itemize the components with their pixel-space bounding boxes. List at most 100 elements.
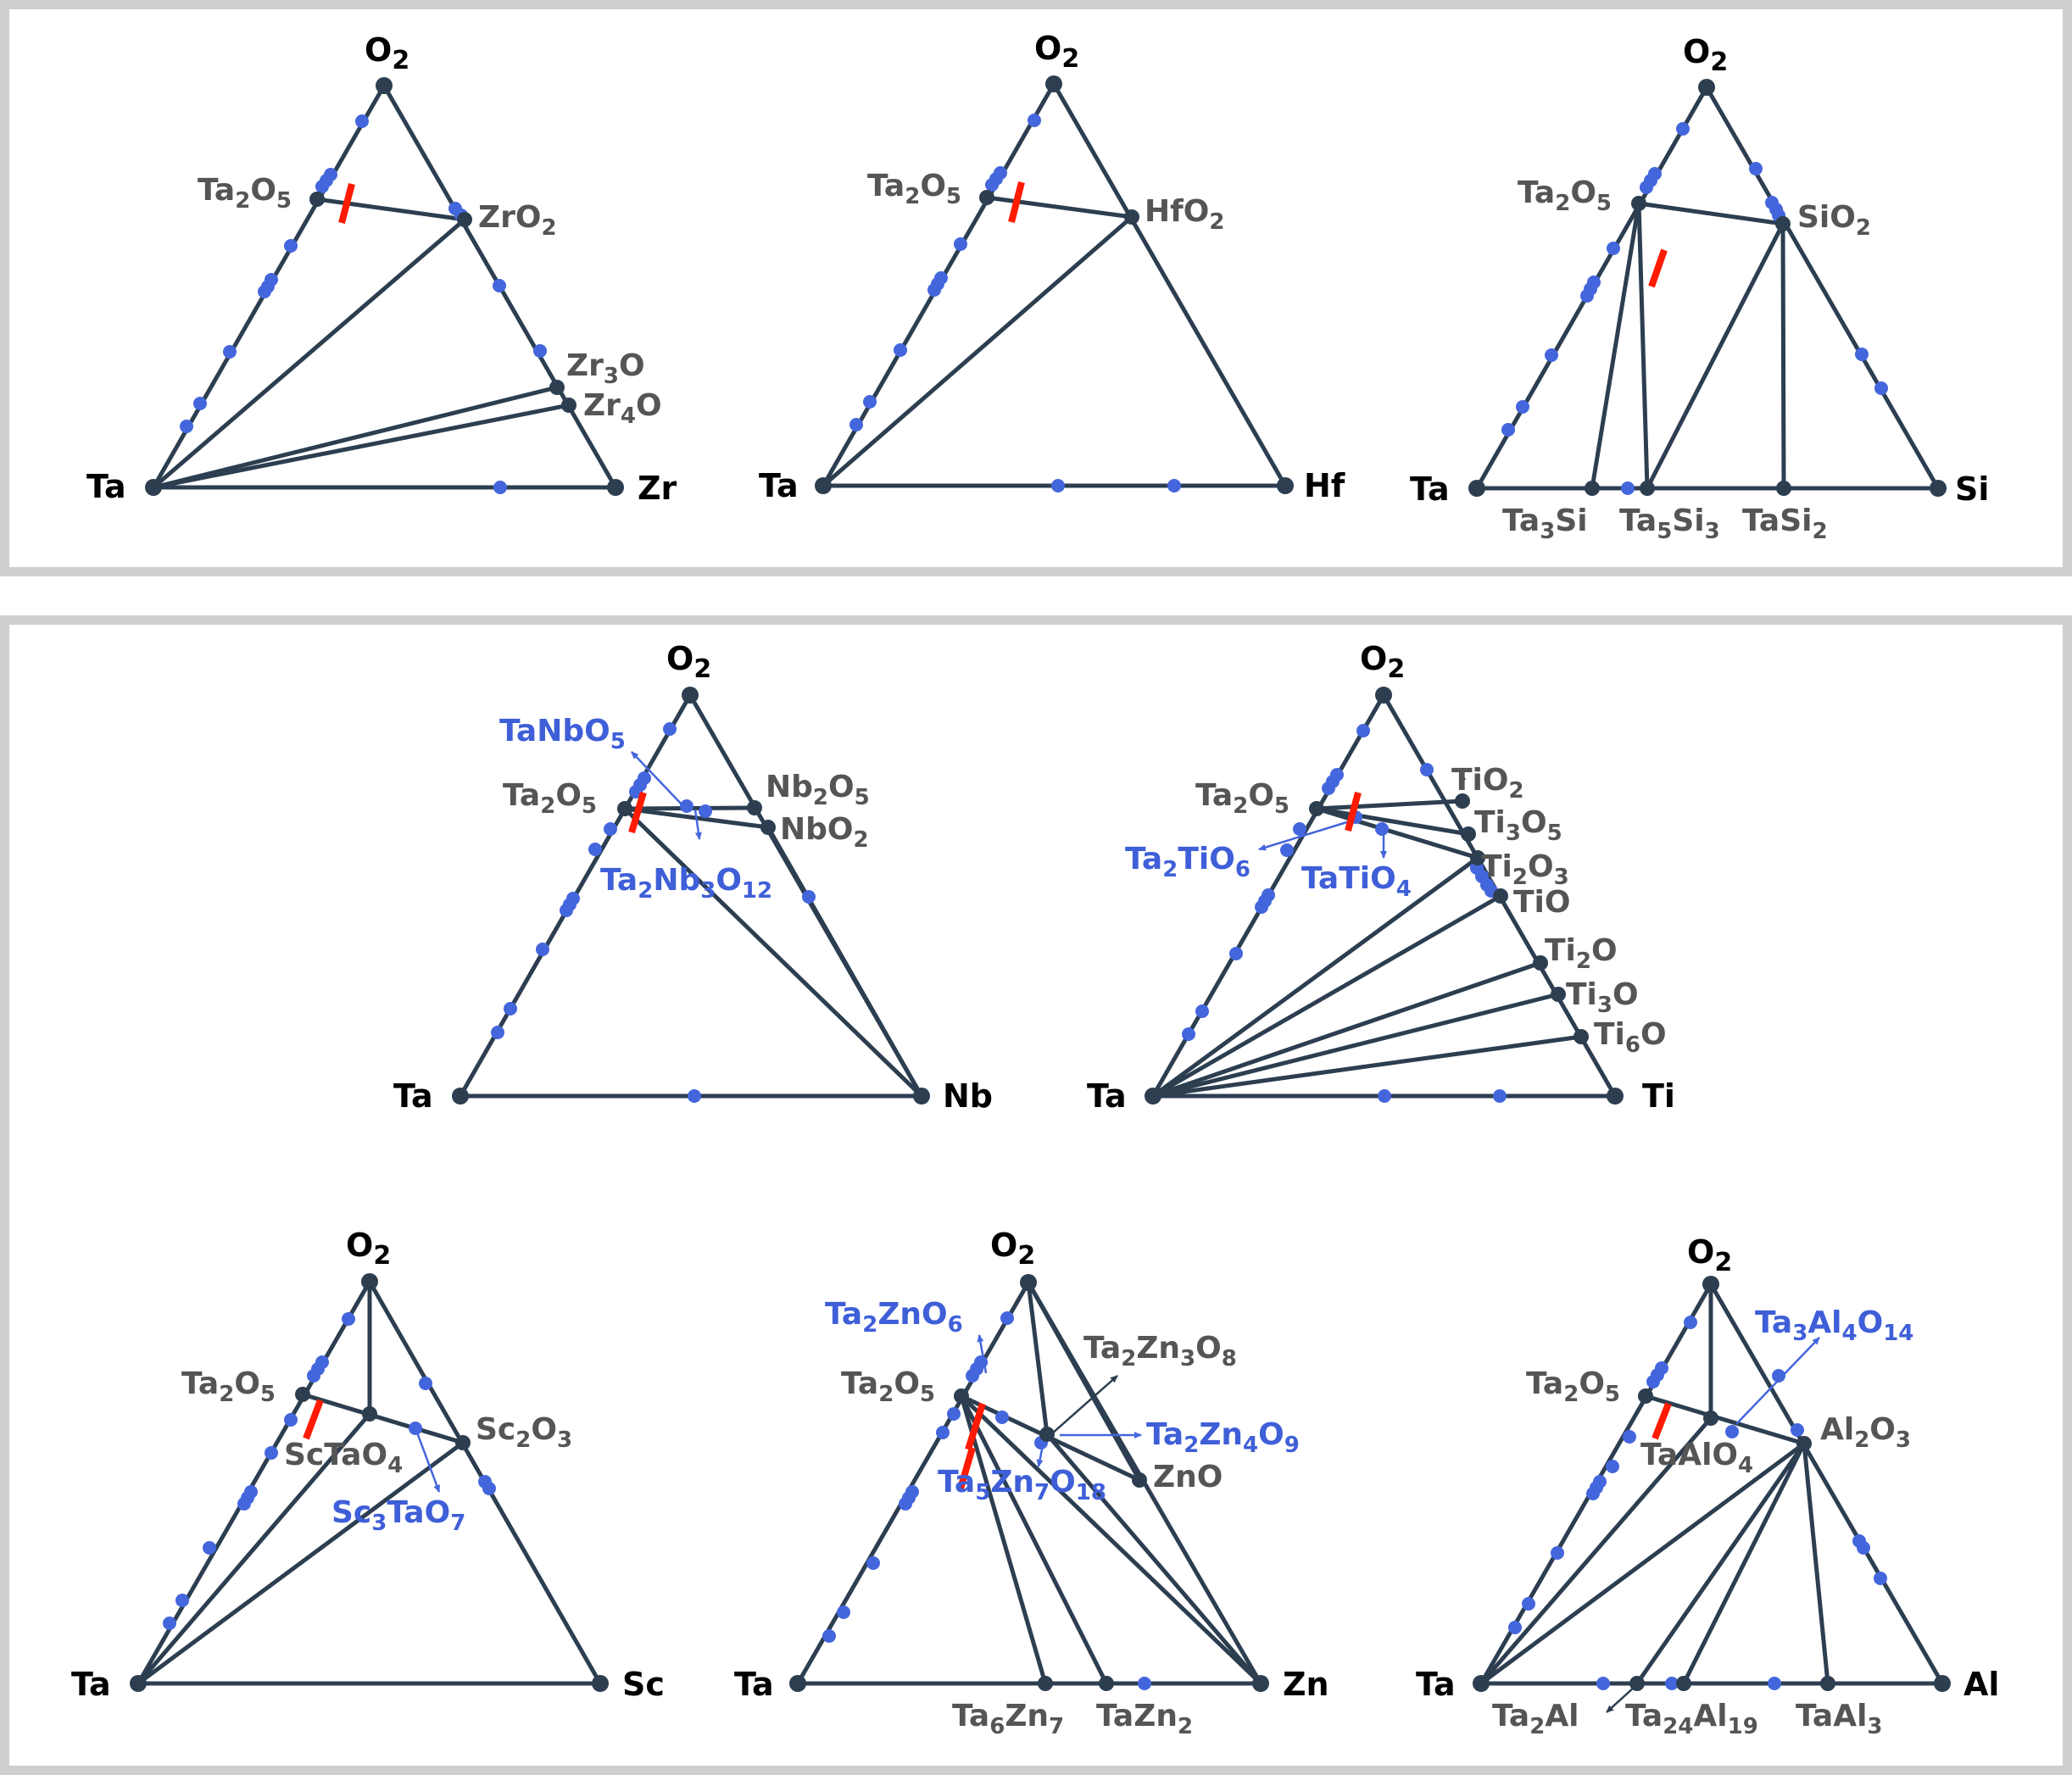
stable-phase-point bbox=[1039, 1427, 1055, 1442]
unstable-phase-point bbox=[1855, 348, 1869, 361]
unstable-phase-point bbox=[1596, 1677, 1610, 1690]
top-panel-frame bbox=[0, 0, 2072, 576]
unstable-phase-point bbox=[936, 1426, 950, 1439]
unstable-phase-point bbox=[966, 1369, 979, 1383]
stable-phase-point bbox=[1461, 826, 1476, 842]
unstable-phase-point bbox=[284, 1413, 298, 1427]
unstable-phase-point bbox=[1607, 242, 1620, 255]
unstable-phase-point bbox=[1874, 381, 1888, 395]
label-nbo2: NbO2 bbox=[780, 812, 869, 853]
element-vertex bbox=[1045, 75, 1062, 92]
unstable-phase-point bbox=[995, 1411, 1009, 1424]
label-o2: O2 bbox=[990, 1227, 1035, 1271]
label-ta2zno6: Ta2ZnO6 bbox=[825, 1297, 963, 1338]
unstable-phase-point bbox=[1501, 423, 1515, 437]
label-al2o3: Al2O3 bbox=[1820, 1412, 1911, 1453]
unstable-phase-point bbox=[1665, 1677, 1679, 1690]
unstable-phase-point bbox=[1229, 947, 1243, 960]
label-tatio4: TaTiO4 bbox=[1301, 861, 1412, 902]
unstable-phase-point bbox=[822, 1629, 836, 1643]
stable-phase-point bbox=[561, 398, 576, 413]
unstable-phase-point bbox=[899, 1497, 912, 1511]
unstable-phase-point bbox=[258, 285, 271, 298]
tie-line bbox=[1643, 1394, 1807, 1446]
unstable-phase-point bbox=[355, 114, 369, 128]
unstable-phase-point bbox=[1749, 162, 1763, 175]
boundary-mark bbox=[1648, 248, 1668, 288]
stable-phase-point bbox=[1132, 1472, 1147, 1488]
label-ta: Ta bbox=[759, 467, 799, 504]
label-nb2o5: Nb2O5 bbox=[766, 770, 870, 810]
element-vertex bbox=[130, 1675, 147, 1692]
unstable-phase-point bbox=[1167, 479, 1181, 492]
stable-phase-point bbox=[309, 192, 325, 207]
boundary-mark bbox=[303, 1399, 324, 1440]
stable-phase-point bbox=[455, 1435, 471, 1450]
tie-line bbox=[766, 825, 924, 1099]
label-zr3o: Zr3O bbox=[566, 348, 645, 389]
unstable-phase-point bbox=[504, 1002, 517, 1015]
boundary-mark bbox=[957, 1446, 976, 1490]
unstable-phase-point bbox=[1516, 400, 1529, 414]
label-ta2o5: Ta2O5 bbox=[503, 778, 597, 819]
boundary-mark bbox=[338, 182, 355, 225]
triangle-edge bbox=[1473, 82, 1942, 491]
unstable-phase-point bbox=[193, 397, 207, 410]
label-zr4o: Zr4O bbox=[583, 388, 662, 429]
element-vertex bbox=[1934, 1675, 1951, 1692]
stable-phase-point bbox=[1820, 1676, 1835, 1691]
label-ta2zn4o9: Ta2Zn4O9 bbox=[1146, 1417, 1300, 1458]
label-zno: ZnO bbox=[1153, 1460, 1223, 1494]
unstable-phase-point bbox=[1322, 782, 1335, 795]
tie-line bbox=[151, 403, 571, 490]
unstable-phase-point bbox=[560, 904, 573, 917]
unstable-phase-point bbox=[1182, 1027, 1195, 1041]
label-o2: O2 bbox=[1687, 1233, 1732, 1277]
label-ta5zn7o18: Ta5Zn7O18 bbox=[938, 1465, 1106, 1505]
unstable-phase-point bbox=[1545, 348, 1558, 362]
stable-phase-point bbox=[1775, 216, 1791, 231]
unstable-phase-point bbox=[837, 1605, 850, 1619]
unstable-phase-point bbox=[927, 283, 941, 297]
label-al: Al bbox=[1963, 1666, 1999, 1703]
unstable-phase-point bbox=[699, 804, 712, 818]
label-hfo2: HfO2 bbox=[1145, 194, 1225, 235]
label-ta3si: Ta3Si bbox=[1502, 504, 1588, 544]
label-o2: O2 bbox=[346, 1227, 391, 1271]
label-ta5si3: Ta5Si3 bbox=[1619, 504, 1720, 544]
tie-line bbox=[1150, 1034, 1584, 1099]
label-sio2: SiO2 bbox=[1797, 200, 1871, 241]
label-ta: Ta bbox=[1087, 1077, 1127, 1115]
label-arrow bbox=[1606, 1686, 1635, 1713]
label-ta: Ta bbox=[1416, 1666, 1456, 1703]
boundary-mark bbox=[628, 791, 647, 834]
element-vertex bbox=[1020, 1274, 1037, 1291]
label-ta2al: Ta2Al bbox=[1492, 1699, 1579, 1739]
element-vertex bbox=[1375, 687, 1392, 704]
tie-line bbox=[984, 195, 1134, 220]
element-vertex bbox=[1702, 1276, 1719, 1293]
element-vertex bbox=[913, 1088, 930, 1105]
unstable-phase-point bbox=[342, 1312, 355, 1326]
unstable-phase-point bbox=[223, 345, 237, 359]
unstable-phase-point bbox=[1772, 1369, 1785, 1383]
tie-line bbox=[1780, 221, 1786, 491]
label-ti6o: Ti6O bbox=[1594, 1017, 1667, 1058]
unstable-phase-point bbox=[180, 420, 193, 433]
tie-line bbox=[1645, 221, 1785, 491]
label-ti3o: Ti3O bbox=[1566, 977, 1639, 1018]
unstable-phase-point bbox=[985, 178, 999, 192]
element-vertex bbox=[376, 77, 393, 94]
label-tanbo5: TaNbO5 bbox=[499, 714, 626, 754]
unstable-phase-point bbox=[863, 395, 877, 409]
stable-phase-point bbox=[1573, 1029, 1589, 1044]
unstable-phase-point bbox=[315, 180, 329, 193]
unstable-phase-point bbox=[175, 1594, 189, 1607]
stable-phase-point bbox=[1585, 481, 1600, 496]
unstable-phase-point bbox=[533, 344, 547, 358]
label-nb: Nb bbox=[943, 1077, 993, 1115]
stable-phase-point bbox=[1124, 209, 1139, 225]
stable-phase-point bbox=[457, 212, 472, 227]
